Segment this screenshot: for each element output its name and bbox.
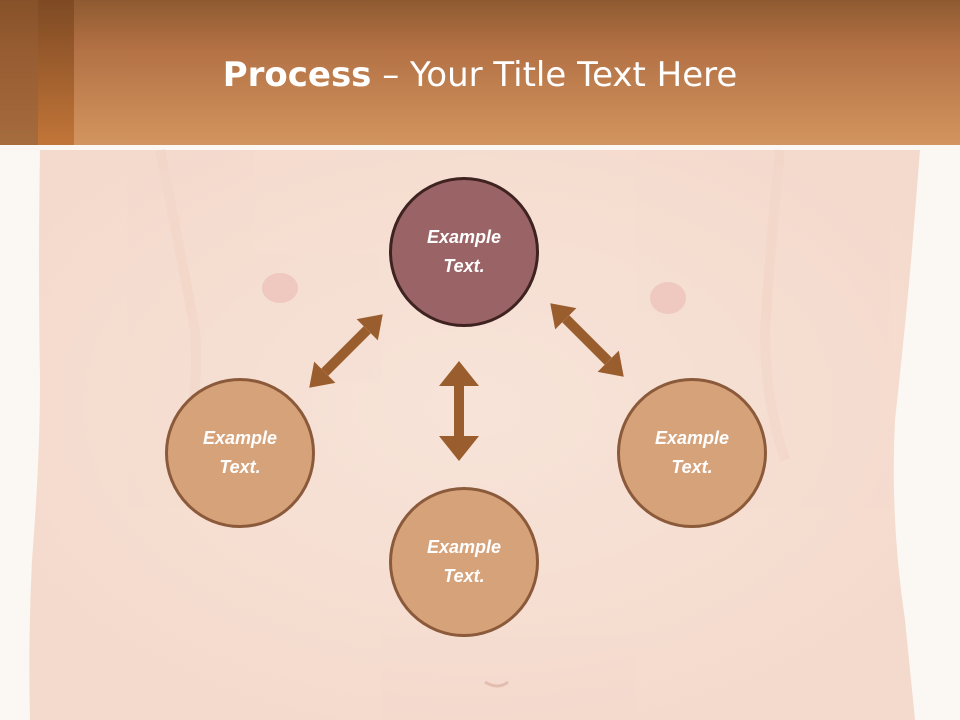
- title-rest: – Your Title Text Here: [371, 55, 738, 95]
- node-top-label: Example Text.: [426, 227, 502, 276]
- arrow-top-right: [550, 303, 624, 377]
- node-top: Example Text.: [389, 177, 539, 327]
- header-accent-dark: [0, 0, 38, 145]
- arrow-top-left: [309, 314, 383, 388]
- node-right: Example Text.: [617, 378, 767, 528]
- node-bottom: Example Text.: [389, 487, 539, 637]
- title-bold: Process: [222, 55, 372, 95]
- slide-title: Process – Your Title Text Here: [0, 50, 960, 100]
- node-left: Example Text.: [165, 378, 315, 528]
- header-band: [0, 0, 960, 145]
- node-left-label: Example Text.: [202, 428, 278, 477]
- arrow-center-vertical: [439, 361, 479, 461]
- arrows: [309, 303, 624, 461]
- node-bottom-label: Example Text.: [426, 537, 502, 586]
- header-accent-bar: [38, 0, 74, 145]
- node-right-label: Example Text.: [654, 428, 730, 477]
